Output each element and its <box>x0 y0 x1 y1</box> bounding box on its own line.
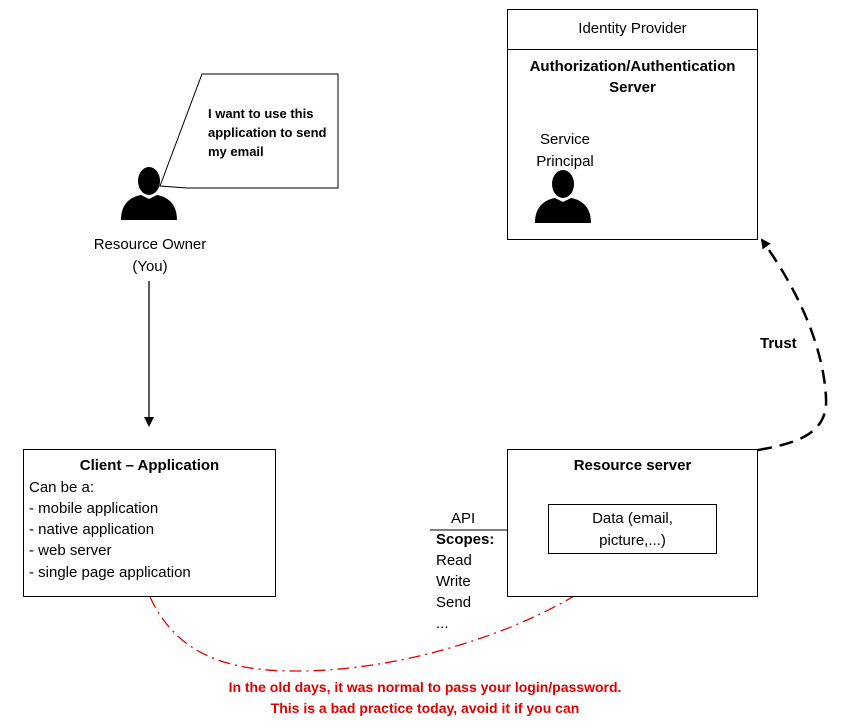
client-item-web-server: - web server <box>29 542 112 559</box>
service-principal-label-2: Principal <box>536 153 594 170</box>
service-principal-person-icon <box>535 170 591 223</box>
client-application-box <box>23 449 276 597</box>
resource-owner-sublabel: (You) <box>132 258 168 275</box>
scope-send: Send <box>436 594 472 611</box>
data-label-1: Data (email, <box>592 510 673 527</box>
bubble-text: I want to use this application to send m… <box>208 106 327 159</box>
scope-write: Write <box>436 573 471 590</box>
trust-label: Trust <box>760 335 797 352</box>
identity-provider-title: Identity Provider <box>578 20 687 37</box>
client-title: Client – Application <box>79 457 220 474</box>
client-item-mobile: - mobile application <box>29 500 159 517</box>
client-item-spa: - single page application <box>29 564 191 581</box>
client-subtitle: Can be a: <box>29 479 95 496</box>
api-label: API <box>451 510 476 527</box>
password-passing-arrow <box>149 554 631 672</box>
scope-more: ... <box>436 615 449 632</box>
client-item-native: - native application <box>29 521 155 538</box>
data-label-2: picture,...) <box>599 532 666 549</box>
resource-owner-label: Resource Owner <box>93 236 207 253</box>
resource-server-title: Resource server <box>573 457 692 474</box>
warning-line-1: In the old days, it was normal to pass y… <box>228 679 622 695</box>
resource-owner-person-icon <box>121 167 177 220</box>
scope-read: Read <box>436 552 472 569</box>
auth-server-title: Authorization/Authentication Server <box>529 58 736 96</box>
service-principal-label-1: Service <box>539 131 591 148</box>
warning-line-2: This is a bad practice today, avoid it i… <box>270 700 580 716</box>
speech-bubble <box>159 73 339 189</box>
identity-provider-divider <box>508 49 757 50</box>
data-box <box>548 504 717 554</box>
scopes-title: Scopes: <box>436 531 495 548</box>
trust-arrow <box>757 238 828 452</box>
